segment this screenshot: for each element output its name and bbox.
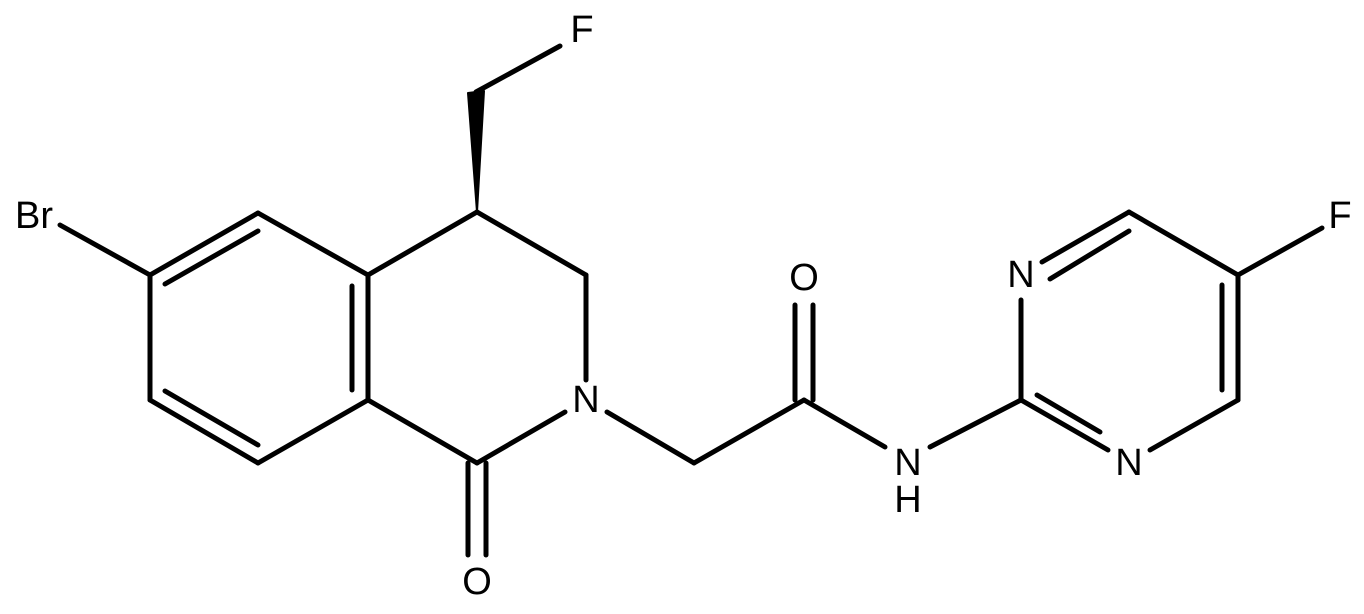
atom-n-pyr-bottom: N bbox=[1115, 442, 1142, 484]
bond-c4a-c4 bbox=[365, 209, 480, 278]
bond-c8a-c8 bbox=[255, 397, 371, 466]
bond-ch2-camide bbox=[691, 397, 807, 466]
bond-c8-c7 bbox=[147, 397, 261, 466]
bonds bbox=[57, 43, 1325, 558]
bond-n3-c4-inner bbox=[1047, 228, 1132, 282]
atom-f-methyl: F bbox=[570, 9, 593, 51]
bond-c5-c6 bbox=[147, 210, 261, 278]
bond-n1-c2 bbox=[1018, 397, 1111, 453]
atom-n-pyr-top: N bbox=[1007, 254, 1034, 296]
atom-o-lactam: O bbox=[462, 561, 492, 603]
bond-c6-c4a bbox=[255, 210, 371, 278]
bond-c4-c5 bbox=[1126, 209, 1241, 278]
bond-c5-f bbox=[1235, 225, 1325, 278]
atom-n-lactam: N bbox=[572, 379, 599, 421]
bond-c5-c6-inner bbox=[162, 228, 261, 287]
atom-h-amide: H bbox=[894, 479, 921, 521]
bond-n2-ch2 bbox=[604, 409, 697, 466]
bond-n2-c1 bbox=[474, 409, 568, 466]
bond-c5-br bbox=[57, 222, 153, 278]
bond-n3-c4 bbox=[1039, 209, 1132, 265]
bond-ch2-f bbox=[473, 43, 563, 95]
bond-c1-c8a bbox=[365, 397, 480, 466]
atom-f-ring: F bbox=[1328, 195, 1351, 237]
bond-camide-n bbox=[801, 397, 888, 450]
bond-c4-c3 bbox=[474, 209, 589, 278]
bond-c8-c7-inner bbox=[162, 388, 261, 448]
wedge-bond-c4-ch2 bbox=[467, 90, 485, 213]
bond-c6-n1 bbox=[1147, 397, 1241, 453]
atom-n-amide: N bbox=[894, 442, 921, 484]
bond-n1-c2-inner bbox=[1034, 392, 1103, 435]
atom-br: Br bbox=[15, 195, 53, 237]
atom-labels: Br F F N O O N H N N bbox=[15, 9, 1352, 603]
atom-o-amide: O bbox=[789, 257, 819, 299]
bond-n-c2pyr bbox=[927, 397, 1024, 450]
